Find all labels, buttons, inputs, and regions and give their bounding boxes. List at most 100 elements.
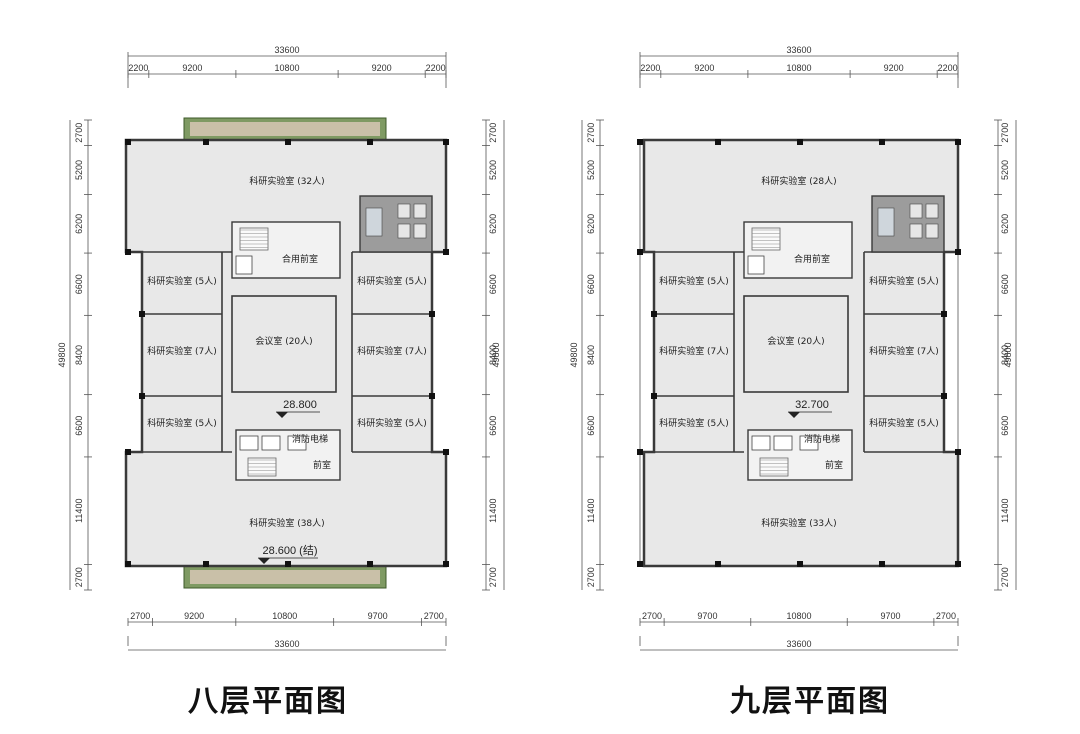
level-mark-mid-triangle (276, 412, 288, 418)
top-dim-total-label: 33600 (786, 45, 811, 55)
room-label-right-3: 科研实验室 (5人) (357, 417, 427, 429)
stair-upper (751, 227, 781, 251)
bottom-dim-seg-label-3: 9700 (881, 611, 901, 621)
toilet-stall-1 (925, 203, 939, 219)
elevator-upper (747, 255, 765, 275)
room-label-right-1: 科研实验室 (5人) (869, 275, 939, 287)
room-label-left-1: 科研实验室 (5人) (659, 275, 729, 287)
level-mark-bottom-triangle (258, 558, 270, 564)
meeting-room-walls (743, 295, 849, 393)
column-10 (203, 561, 209, 567)
right-dim-seg-label-5: 6600 (1000, 416, 1010, 436)
column-17 (429, 393, 435, 399)
column-9 (637, 561, 643, 567)
column-6 (955, 249, 961, 255)
right-dim-seg-label-3: 6600 (1000, 274, 1010, 294)
left-dim-seg-label-1: 5200 (586, 160, 596, 180)
level-label-mid: 32.700 (795, 399, 829, 411)
bottom-dim-seg-label-2: 10800 (272, 611, 297, 621)
room-label-meeting: 会议室 (20人) (767, 335, 824, 347)
toilet-stall-0 (397, 203, 411, 219)
garden-inner-south (190, 570, 380, 584)
bottom-dim-seg-label-4: 2700 (424, 611, 444, 621)
left-dim-seg-label-0: 2700 (74, 123, 84, 143)
top-dim-seg-label-1: 9200 (694, 63, 714, 73)
left-dim-seg-label-1: 5200 (74, 160, 84, 180)
column-12 (879, 561, 885, 567)
room-label-left-2: 科研实验室 (7人) (659, 345, 729, 357)
room-label-right-3: 科研实验室 (5人) (869, 417, 939, 429)
top-dim-total-label: 33600 (274, 45, 299, 55)
level-label-mid: 28.800 (283, 399, 317, 411)
bottom-dim-seg-label-4: 2700 (936, 611, 956, 621)
room-label-core-top: 合用前室 (282, 253, 318, 265)
toilet-basin (877, 207, 895, 237)
top-dim-seg-label-4: 2200 (426, 63, 446, 73)
level-label-bottom: 28.600 (结) (262, 544, 317, 557)
column-11 (797, 561, 803, 567)
left-dim-seg-label-7: 2700 (74, 567, 84, 587)
column-1 (203, 139, 209, 145)
column-16 (139, 393, 145, 399)
room-label-south-lab: 科研实验室 (38人) (249, 517, 324, 529)
toilet-stall-2 (909, 223, 923, 239)
bottom-dim-seg-label-0: 2700 (642, 611, 662, 621)
level-mark-mid-triangle (788, 412, 800, 418)
column-15 (941, 311, 947, 317)
left-dim-seg-label-4: 8400 (586, 345, 596, 365)
column-13 (443, 561, 449, 567)
toilet-stall-0 (909, 203, 923, 219)
right-dim-seg-label-7: 2700 (1000, 567, 1010, 587)
column-9 (125, 561, 131, 567)
room-label-left-1: 科研实验室 (5人) (147, 275, 217, 287)
toilet-stall-3 (413, 223, 427, 239)
room-label-core-small: 前室 (825, 459, 843, 471)
room-label-north-lab: 科研实验室 (28人) (761, 175, 836, 187)
column-4 (443, 139, 449, 145)
column-1 (715, 139, 721, 145)
column-7 (125, 449, 131, 455)
column-15 (429, 311, 435, 317)
lift-2 (261, 435, 281, 451)
left-dim-seg-label-5: 6600 (74, 416, 84, 436)
top-dim-seg-label-0: 2200 (128, 63, 148, 73)
room-label-left-3: 科研实验室 (5人) (659, 417, 729, 429)
room-label-core-small: 前室 (313, 459, 331, 471)
column-17 (941, 393, 947, 399)
top-dim-seg-label-3: 9200 (372, 63, 392, 73)
bottom-dim-seg-label-2: 10800 (786, 611, 811, 621)
top-dim-seg-label-0: 2200 (640, 63, 660, 73)
column-0 (637, 139, 643, 145)
right-dim-seg-label-6: 11400 (1000, 499, 1010, 523)
right-dim-seg-label-4: 8400 (1000, 345, 1010, 365)
column-8 (955, 449, 961, 455)
room-label-south-lab: 科研实验室 (33人) (761, 517, 836, 529)
room-label-north-lab: 科研实验室 (32人) (249, 175, 324, 187)
elevator-upper (235, 255, 253, 275)
lift-3 (799, 435, 819, 451)
room-label-right-1: 科研实验室 (5人) (357, 275, 427, 287)
room-label-right-2: 科研实验室 (7人) (869, 345, 939, 357)
left-dim-seg-label-6: 11400 (74, 499, 84, 523)
floor-plans-canvas: 33600 2200 9200 10800 9200 2200 33600 2700 9200 1… (57, 45, 1017, 651)
room-label-meeting: 会议室 (20人) (255, 335, 312, 347)
lift-3 (287, 435, 307, 451)
column-5 (637, 249, 643, 255)
bottom-dim-seg-label-1: 9700 (697, 611, 717, 621)
lift-1 (751, 435, 771, 451)
bottom-dim-seg-label-1: 9200 (184, 611, 204, 621)
right-dim-seg-label-4: 8400 (488, 345, 498, 365)
stair-upper (239, 227, 269, 251)
toilet-stall-1 (413, 203, 427, 219)
room-label-core-bottom: 消防电梯 (292, 433, 328, 445)
lift-1 (239, 435, 259, 451)
top-dim-seg-label-2: 10800 (786, 63, 811, 73)
room-label-left-2: 科研实验室 (7人) (147, 345, 217, 357)
column-5 (125, 249, 131, 255)
right-dim-total-label: 49800 (491, 342, 501, 367)
right-dim-seg-label-2: 6200 (1000, 214, 1010, 234)
left-dim-seg-label-7: 2700 (586, 567, 596, 587)
bottom-dim-seg-label-0: 2700 (130, 611, 150, 621)
column-11 (285, 561, 291, 567)
